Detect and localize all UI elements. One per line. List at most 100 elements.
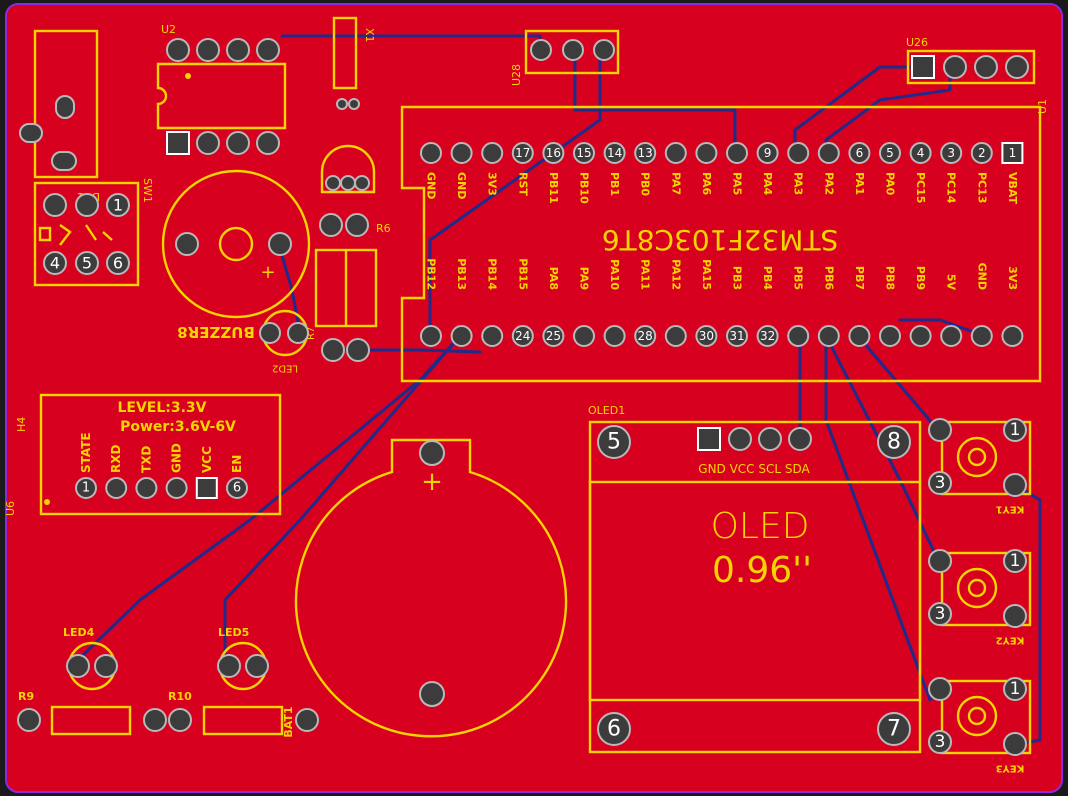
r6-label: R6 bbox=[376, 222, 391, 235]
mcu-pin-label: PA4 bbox=[761, 172, 774, 196]
led4-pin bbox=[94, 654, 118, 678]
mcu-pin-label: PB9 bbox=[914, 266, 927, 290]
u2-pin bbox=[256, 38, 280, 62]
x1-label: X1 bbox=[363, 28, 376, 43]
oled-corner-pad: 7 bbox=[877, 712, 911, 746]
oled-pin-labels: GND VCC SCL SDA bbox=[698, 462, 810, 476]
r9-pin bbox=[17, 708, 41, 732]
led2-pin bbox=[287, 322, 309, 344]
led4-label: LED4 bbox=[63, 626, 95, 639]
key-label: KEY2 bbox=[996, 635, 1025, 646]
key-pin bbox=[928, 418, 952, 442]
mcu-pin-label: PB5 bbox=[792, 266, 805, 290]
mcu-pin-number: 17 bbox=[515, 146, 530, 160]
oled-pin-sda bbox=[788, 427, 812, 451]
buzzer-pin bbox=[175, 232, 199, 256]
mcu-pin-label: PA12 bbox=[669, 259, 682, 290]
mcu-pin-pb6: PB6 bbox=[817, 266, 840, 347]
u2-pin bbox=[196, 131, 220, 155]
h4-label: H4 bbox=[15, 417, 28, 432]
mcu-pin-pa5: PA5 bbox=[726, 142, 748, 195]
sw1-pin bbox=[43, 251, 67, 275]
mcu-pin-pb5: PB5 bbox=[787, 266, 810, 347]
x1-pin bbox=[336, 98, 348, 110]
oled-corner-pad: 6 bbox=[597, 712, 631, 746]
key-pin-number: 3 bbox=[935, 732, 946, 752]
bat1-battery-holder: + BAT1 bbox=[282, 438, 568, 738]
r9-resistor: R9 bbox=[17, 690, 167, 736]
mcu-pin-label: PB12 bbox=[425, 258, 438, 290]
sw1-pin-1 bbox=[106, 193, 130, 217]
mcu-pin-number: 9 bbox=[764, 146, 772, 160]
mcu-pin-gnd: GND bbox=[420, 142, 442, 199]
led2-label: LED2 bbox=[272, 363, 298, 374]
mcu-pin-pa10: PA10 bbox=[603, 259, 626, 347]
bat1-label: BAT1 bbox=[282, 706, 295, 737]
mcu-pin-label: PA3 bbox=[792, 172, 805, 195]
u2-pin bbox=[256, 131, 280, 155]
mcu-pin-number: 6 bbox=[856, 146, 864, 160]
mcu-pin-pa9: PA9 bbox=[573, 267, 595, 347]
capacitor-block: R7 bbox=[306, 248, 378, 362]
r10-pin bbox=[295, 708, 319, 732]
mcu-pin-label: PB8 bbox=[884, 266, 897, 290]
mcu-pin-label: GND bbox=[455, 172, 468, 199]
led2: LED2 bbox=[259, 309, 309, 374]
sw1-pin-num: 1 bbox=[113, 196, 123, 215]
mcu-pin-label: VBAT bbox=[1006, 172, 1019, 205]
power-jack bbox=[19, 29, 99, 179]
mcu-pin-label: PA7 bbox=[669, 172, 682, 195]
mcu-pin-pa6: PA6 bbox=[695, 142, 718, 196]
bat-pin-plus bbox=[419, 440, 445, 466]
mcu-pin-label: PB14 bbox=[486, 258, 499, 290]
mcu-pin-pb13: PB13 bbox=[450, 258, 473, 347]
mcu-pin-label: PC15 bbox=[914, 172, 927, 203]
mcu-pin-pb9: PB9 bbox=[909, 266, 932, 347]
u2-label: U2 bbox=[161, 23, 176, 36]
mcu-pin-label: PA11 bbox=[639, 259, 652, 290]
mcu-pin-label: PA0 bbox=[884, 172, 897, 196]
mcu-pin-label: PB7 bbox=[853, 266, 866, 290]
mcu-pin-number: 24 bbox=[515, 329, 530, 343]
led2-pin bbox=[259, 322, 281, 344]
u28-pin bbox=[593, 39, 615, 61]
u2-pin bbox=[226, 131, 250, 155]
mcu-pin-label: PC14 bbox=[945, 172, 958, 204]
u26-pin bbox=[974, 55, 998, 79]
mcu-pin-pb14: PB14 bbox=[481, 258, 504, 347]
mcu-pin-number: 30 bbox=[699, 329, 714, 343]
mcu-pin-5v: 5V bbox=[940, 274, 963, 347]
transistor-pin bbox=[325, 175, 341, 191]
buzzer8: + BUZZER8 bbox=[161, 169, 311, 341]
bt-pin-label: STATE bbox=[79, 432, 93, 473]
bt-pin-label: EN bbox=[230, 455, 244, 473]
led5-label: LED5 bbox=[218, 626, 249, 639]
u1-label: U1 bbox=[1036, 99, 1049, 114]
cap-pin bbox=[321, 338, 345, 362]
u6-label: U6 bbox=[4, 501, 17, 516]
mcu-pin-label: PA15 bbox=[700, 259, 713, 290]
mcu-pin-label: 5V bbox=[945, 274, 958, 291]
mcu-pin-label: PB1 bbox=[608, 172, 621, 196]
key-pin bbox=[1003, 418, 1027, 442]
mcu-pin-label: PB11 bbox=[547, 172, 560, 204]
buzzer-pin bbox=[268, 232, 292, 256]
bt-pin-txd: TXD bbox=[135, 446, 158, 499]
x1-crystal: X1 bbox=[332, 16, 376, 110]
jack-pin bbox=[51, 151, 77, 171]
oled-size: 0.96'' bbox=[712, 550, 812, 591]
board-substrate bbox=[5, 3, 1063, 793]
key-label: KEY1 bbox=[996, 504, 1025, 515]
key-pin bbox=[1003, 473, 1027, 497]
mcu-part-number: STM32F103C8T6 bbox=[602, 224, 839, 257]
